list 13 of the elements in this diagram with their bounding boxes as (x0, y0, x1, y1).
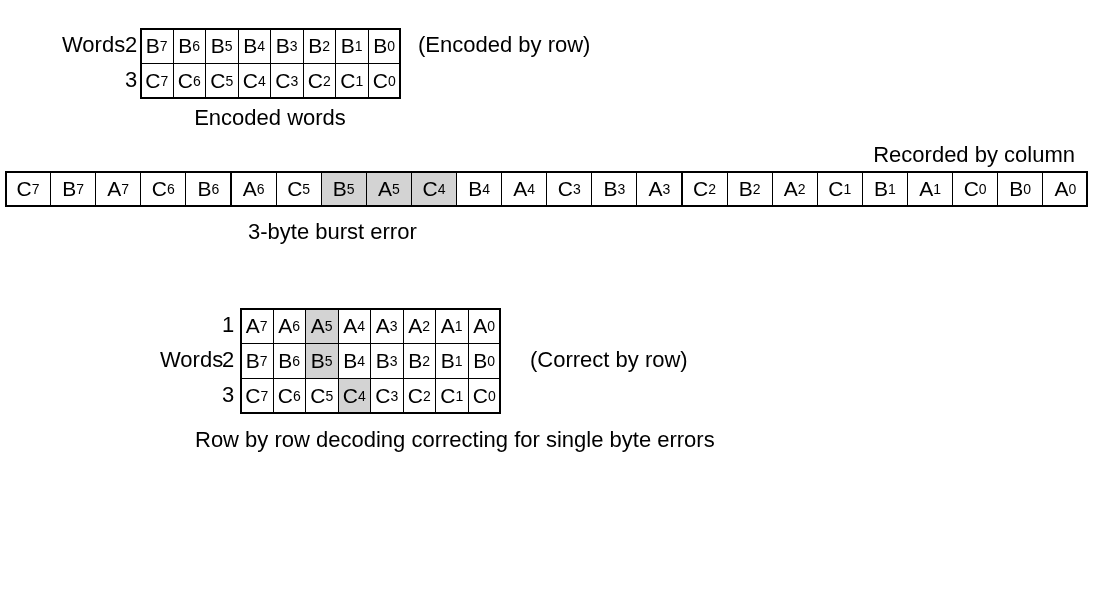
row-label: Words (62, 32, 126, 58)
caption-text: Encoded words (194, 105, 346, 131)
row-number: 3 (125, 67, 138, 93)
caption-text: Row by row decoding correcting for single byte errors (195, 427, 715, 453)
row-number: 3 (222, 382, 235, 408)
row-number: 1 (222, 312, 235, 338)
note: (Correct by row) (530, 347, 688, 373)
row-number: 2 (222, 347, 235, 373)
note: (Encoded by row) (418, 32, 591, 58)
caption-text: 3-byte burst error (248, 219, 417, 245)
row-number: 2 (125, 32, 138, 58)
note: Recorded by column (873, 142, 1075, 168)
row-label: Words (160, 347, 224, 373)
